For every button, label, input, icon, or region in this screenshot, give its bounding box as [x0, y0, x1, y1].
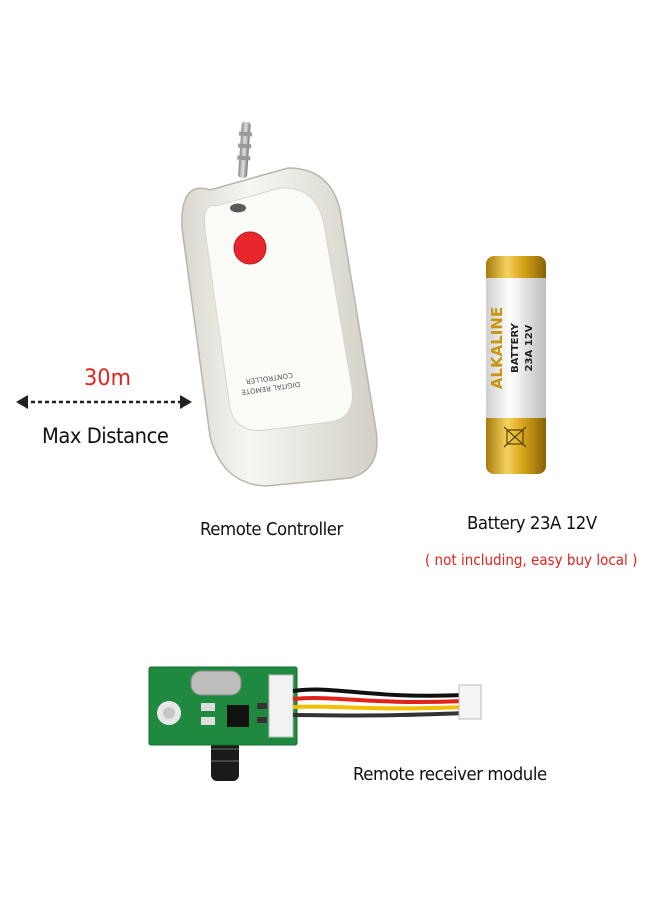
remote-controller-image: DIGITAL REMOTE CONTROLLER: [181, 121, 378, 487]
double-arrow-icon: [16, 395, 192, 409]
distance-value: 30m: [84, 366, 131, 391]
receiver-module-image: [148, 666, 482, 781]
svg-text:ALKALINE: ALKALINE: [488, 307, 506, 389]
chip: [227, 705, 249, 727]
svg-text:23A 12V: 23A 12V: [524, 324, 535, 371]
recycle-bin-icon: [503, 426, 527, 448]
crystal-oscillator: [190, 670, 242, 696]
wire-plug: [458, 684, 482, 720]
wire-bundle: [292, 687, 466, 718]
remote-controller-caption: Remote Controller: [200, 519, 343, 540]
led-indicator: [230, 203, 246, 213]
battery-note: ( not including, easy buy local ): [425, 551, 638, 569]
red-button: [233, 231, 267, 265]
battery-print: ALKALINE BATTERY 23A 12V: [488, 307, 535, 389]
battery-image: ALKALINE BATTERY 23A 12V: [486, 256, 546, 474]
receiver-module-caption: Remote receiver module: [353, 764, 547, 785]
max-distance-label: Max Distance: [42, 424, 169, 448]
battery-caption: Battery 23A 12V: [467, 513, 597, 534]
connector: [268, 674, 294, 738]
antenna: [237, 121, 253, 179]
svg-text:BATTERY: BATTERY: [510, 322, 521, 372]
